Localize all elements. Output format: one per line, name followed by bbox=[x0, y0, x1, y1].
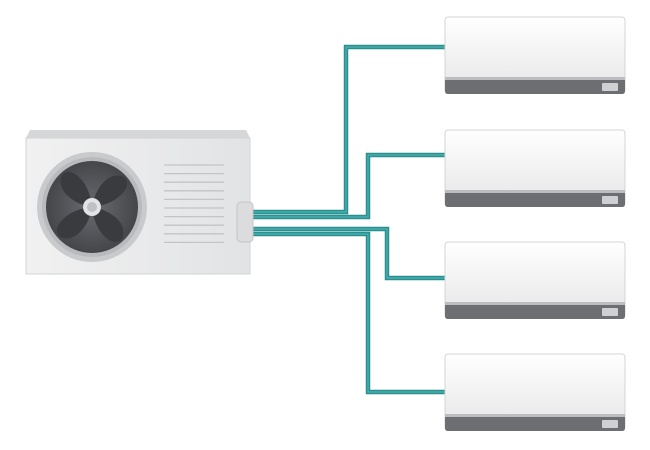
wall-mounted-ac-icon bbox=[444, 241, 626, 319]
pipe-1 bbox=[250, 44, 448, 215]
indoor-unit-seam bbox=[445, 302, 625, 305]
display-panel-icon bbox=[602, 83, 618, 91]
indoor-unit-vent bbox=[445, 193, 625, 207]
fan-hub-center bbox=[87, 202, 97, 212]
fan-blade bbox=[60, 171, 92, 207]
pipe-highlight bbox=[250, 46, 448, 213]
indoor-unit-seam bbox=[445, 77, 625, 80]
wall-mounted-ac-icon bbox=[444, 129, 626, 207]
wall-mounted-ac-icon bbox=[444, 353, 626, 431]
pipe-highlight bbox=[250, 154, 448, 218]
refrigerant-pipes bbox=[250, 44, 448, 395]
indoor-units bbox=[444, 16, 626, 431]
outdoor-unit bbox=[25, 130, 254, 275]
fan-blade bbox=[56, 207, 92, 239]
pipe-3 bbox=[250, 226, 448, 281]
indoor-unit-vent bbox=[445, 417, 625, 431]
indoor-unit-vent bbox=[445, 305, 625, 319]
pipe-4 bbox=[250, 231, 448, 395]
pipe-2 bbox=[250, 152, 448, 220]
fan-icon bbox=[37, 152, 147, 262]
vent-slats bbox=[164, 164, 224, 244]
fan-blade bbox=[92, 175, 128, 207]
pipe-highlight bbox=[250, 233, 448, 393]
display-panel-icon bbox=[602, 308, 618, 316]
fan-blade bbox=[92, 207, 124, 243]
indoor-unit-seam bbox=[445, 190, 625, 193]
display-panel-icon bbox=[602, 196, 618, 204]
outdoor-unit-top bbox=[26, 130, 250, 138]
valve-cover bbox=[236, 201, 254, 243]
indoor-unit-vent bbox=[445, 80, 625, 94]
wall-mounted-ac-icon bbox=[444, 16, 626, 94]
pipe-highlight bbox=[250, 228, 448, 279]
indoor-unit-seam bbox=[445, 414, 625, 417]
display-panel-icon bbox=[602, 420, 618, 428]
